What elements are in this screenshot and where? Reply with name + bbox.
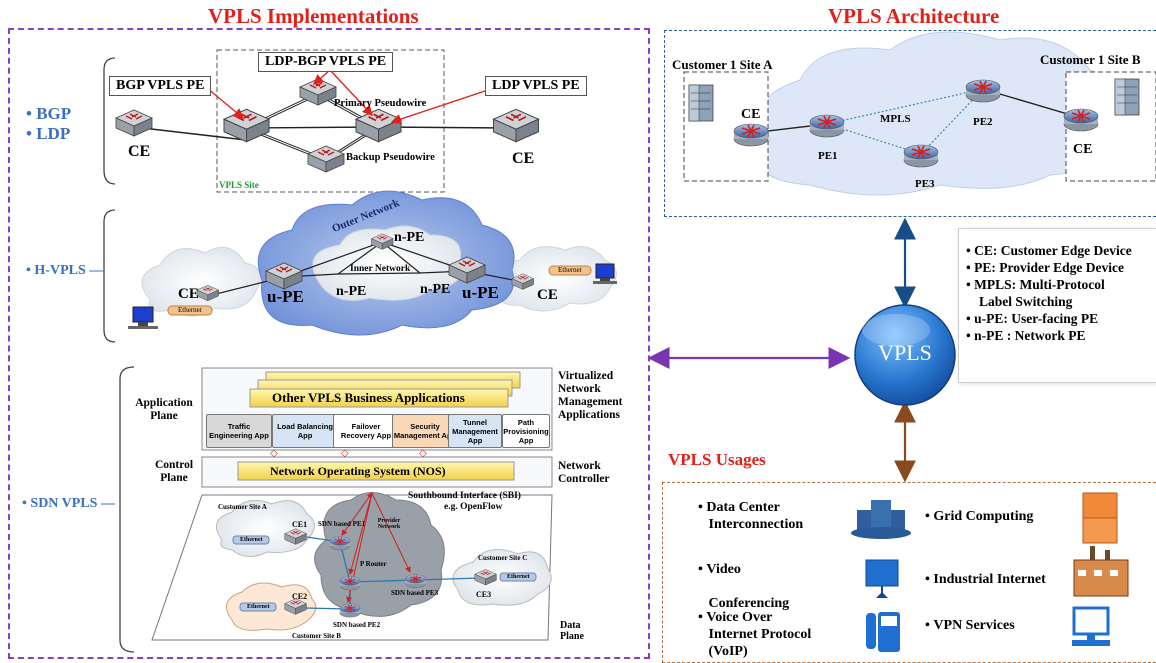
ce3-label: CE3 (476, 590, 492, 599)
npe-top-label: n-PE (394, 230, 425, 245)
pe1-label: SDN based PE1 (318, 520, 366, 528)
openflow-label: e.g. OpenFlow (444, 502, 503, 512)
factory-icon (1073, 546, 1129, 597)
usage-data-center: • Data Center Interconnection (698, 500, 804, 532)
legend-item-mpls: • MPLS: Multi-Protocol (966, 277, 1105, 292)
bullet-hvpls: • H-VPLS — (26, 263, 104, 278)
usage-video: • Video Conferencing (698, 562, 790, 611)
usage-voip: • Voice Over Internet Protocol (VoIP) (698, 610, 812, 659)
other-apps-label: Other VPLS Business Applications (272, 390, 465, 405)
upe-right-label: u-PE (462, 283, 499, 302)
data-center-icon (851, 500, 911, 539)
vpls-center-label: VPLS (878, 340, 932, 365)
ce-right-label: CE (512, 150, 535, 167)
inner-network-label: Inner Network (350, 264, 411, 274)
arch-mpls-label: MPLS (880, 113, 911, 125)
ethernet-site-b-label: Ethernet (247, 604, 270, 610)
hvpls-ce-right-label: CE (537, 287, 558, 303)
bullet-sdn: • SDN VPLS — (22, 496, 115, 511)
primary-pseudowire-label: Primary Pseudowire (334, 98, 427, 109)
legend-list: • CE: Customer Edge Device • PE: Provide… (966, 242, 1132, 344)
arch-site-b-label: Customer 1 Site B (1040, 52, 1141, 67)
npe-right-label: n-PE (420, 282, 451, 297)
hvpls-ce-left-label: CE (178, 286, 199, 302)
network-controller-label: Network Controller (558, 460, 610, 485)
video-screen-icon (865, 559, 899, 598)
ethernet-site-a-label: Ethernet (240, 537, 263, 543)
arch-pe3-label: PE3 (915, 178, 935, 190)
legend-item-upe: • u-PE: User-facing PE (966, 311, 1099, 326)
ethernet-left-label: Ethernet (178, 306, 202, 314)
arch-ce-right-label: CE (1073, 142, 1093, 157)
implementations-panel (8, 28, 650, 659)
implementations-title: VPLS Implementations (208, 4, 419, 28)
bullet-ldp: • LDP (26, 124, 71, 143)
usages-title: VPLS Usages (668, 450, 766, 469)
arch-site-a-label: Customer 1 Site A (672, 57, 773, 72)
arch-pe2-label: PE2 (973, 116, 993, 128)
legend-item-npe: • n-PE : Network PE (966, 328, 1086, 343)
ce-left-label: CE (128, 143, 151, 160)
legend-item-pe: • PE: Provider Edge Device (966, 260, 1124, 275)
ce1-label: CE1 (292, 520, 308, 529)
ethernet-site-c-label: Ethernet (507, 574, 530, 580)
arch-ce-left-label: CE (741, 107, 761, 122)
usage-vpn: • VPN Services (925, 618, 1015, 633)
ldp-pe-label: LDP VPLS PE (485, 76, 587, 96)
grid-computing-icon (1082, 492, 1118, 544)
ip-phone-icon (866, 612, 900, 652)
app-failover-recovery: Failover Recovery App (333, 414, 399, 448)
application-plane-label: Application Plane (135, 397, 193, 422)
bgp-pe-label: BGP VPLS PE (109, 76, 212, 96)
svg-text:◇: ◇ (341, 448, 349, 459)
bullet-bgp: • BGP (26, 104, 72, 123)
upe-left-label: u-PE (267, 287, 304, 306)
vpls-site-label: VPLS Site (219, 180, 259, 190)
usage-grid-computing: • Grid Computing (925, 509, 1034, 524)
control-plane-label: Control Plane (154, 459, 194, 484)
site-a-label: Customer Site A (218, 503, 267, 511)
app-security-management: Security Management App (392, 414, 458, 448)
site-b-label: Customer Site B (292, 632, 341, 640)
architecture-panel (664, 30, 1156, 217)
ethernet-right-label: Ethernet (558, 266, 582, 274)
legend-item-ce: • CE: Customer Edge Device (966, 243, 1132, 258)
p-router-label: P Router (360, 560, 387, 568)
backup-pseudowire-label: Backup Pseudowire (346, 152, 435, 163)
ldp-bgp-pe-label: LDP-BGP VPLS PE (258, 52, 394, 72)
svg-text:◇: ◇ (270, 448, 278, 459)
arch-pe1-label: PE1 (818, 150, 838, 162)
sbi-label: Southbound Interface (SBI) (408, 491, 521, 501)
app-path-provisioning: Path Provisioning App (502, 414, 550, 448)
legend-item-mpls-cont: Label Switching (979, 294, 1073, 309)
provider-network-label: Provider Network (377, 518, 401, 530)
app-load-balancing: Load Balancing App (272, 414, 338, 448)
architecture-title: VPLS Architecture (828, 4, 1000, 28)
site-c-label: Customer Site C (478, 554, 528, 562)
nos-label: Network Operating System (NOS) (270, 464, 446, 478)
app-tunnel-management: Tunnel Management App (448, 414, 502, 448)
svg-text:◇: ◇ (419, 448, 427, 459)
npe-left-label: n-PE (336, 284, 367, 299)
legend-panel (958, 228, 1156, 383)
data-plane-label: Data Plane (560, 620, 584, 642)
vpn-computer-icon (1072, 606, 1110, 646)
pe3-label: SDN based PE3 (391, 589, 439, 597)
pe2-label: SDN based PE2 (333, 621, 381, 629)
ce2-label: CE2 (292, 592, 308, 601)
usage-industrial: • Industrial Internet (925, 572, 1046, 587)
app-traffic-engineering: Traffic Engineering App (206, 414, 272, 448)
vnma-label: Virtualized Network Management Applicati… (558, 370, 623, 421)
